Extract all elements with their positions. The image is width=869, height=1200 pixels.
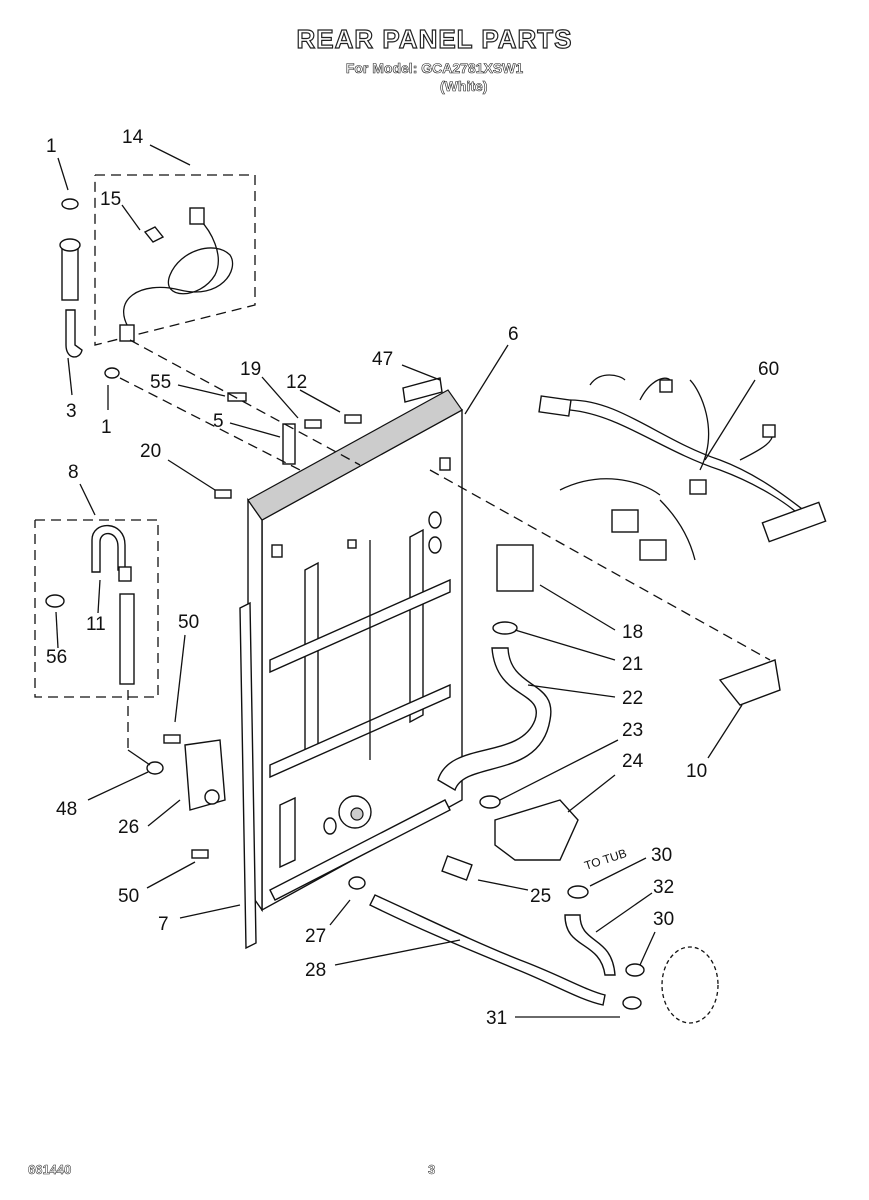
callout-21: 21: [622, 654, 643, 675]
hardware: [59, 198, 443, 859]
callout-19: 19: [240, 359, 261, 380]
callout-60: 60: [758, 359, 779, 380]
color-line: (White): [440, 78, 488, 95]
callout-56: 56: [46, 647, 67, 668]
callout-30: 30: [651, 845, 672, 866]
pump-and-hoses: [146, 544, 781, 1024]
callout-7: 7: [158, 914, 169, 935]
callout-32: 32: [653, 877, 674, 898]
callout-15: 15: [100, 189, 121, 210]
callout-22: 22: [622, 688, 643, 709]
callout-14: 14: [122, 127, 144, 148]
doc-number: 661440: [28, 1162, 72, 1178]
callout-10: 10: [686, 761, 707, 782]
callout-31: 31: [486, 1008, 507, 1029]
callout-50: 50: [178, 612, 199, 633]
callout-5: 5: [213, 411, 224, 432]
callout-6: 6: [508, 324, 519, 345]
callout-30-lower: 30: [653, 909, 674, 930]
model-line: For Model: GCA2781XSW1: [345, 60, 524, 77]
callout-11: 11: [86, 614, 106, 635]
callout-26: 26: [118, 817, 139, 838]
leader-lines: [55, 144, 771, 1018]
page-number: 3: [428, 1162, 436, 1178]
callout-24: 24: [622, 751, 644, 772]
rear-panel: [247, 389, 463, 913]
callout-12: 12: [286, 372, 307, 393]
callout-18: 18: [622, 622, 643, 643]
callout-27: 27: [305, 926, 326, 947]
drain-hose-group: [34, 519, 159, 698]
callout-23: 23: [622, 720, 643, 741]
callout-48: 48: [56, 799, 77, 820]
page-title: REAR PANEL PARTS: [296, 23, 573, 54]
callout-3: 3: [66, 401, 77, 422]
callout-47: 47: [372, 349, 393, 370]
callout-1-lower: 1: [101, 417, 112, 438]
side-trim: [239, 601, 257, 950]
callouts: 1 14 15 3 1 55 19 12 47 6 60 5 20 8 11 5…: [46, 127, 779, 1029]
wire-harness: [538, 374, 827, 561]
callout-8: 8: [68, 462, 79, 483]
callout-28: 28: [305, 960, 326, 981]
to-tub-label: TO TUB: [583, 846, 629, 873]
callout-1: 1: [46, 136, 57, 157]
callout-25: 25: [530, 886, 551, 907]
callout-55: 55: [150, 372, 171, 393]
power-cord-group: [94, 174, 256, 346]
callout-20: 20: [140, 441, 161, 462]
callout-50-lower: 50: [118, 886, 139, 907]
